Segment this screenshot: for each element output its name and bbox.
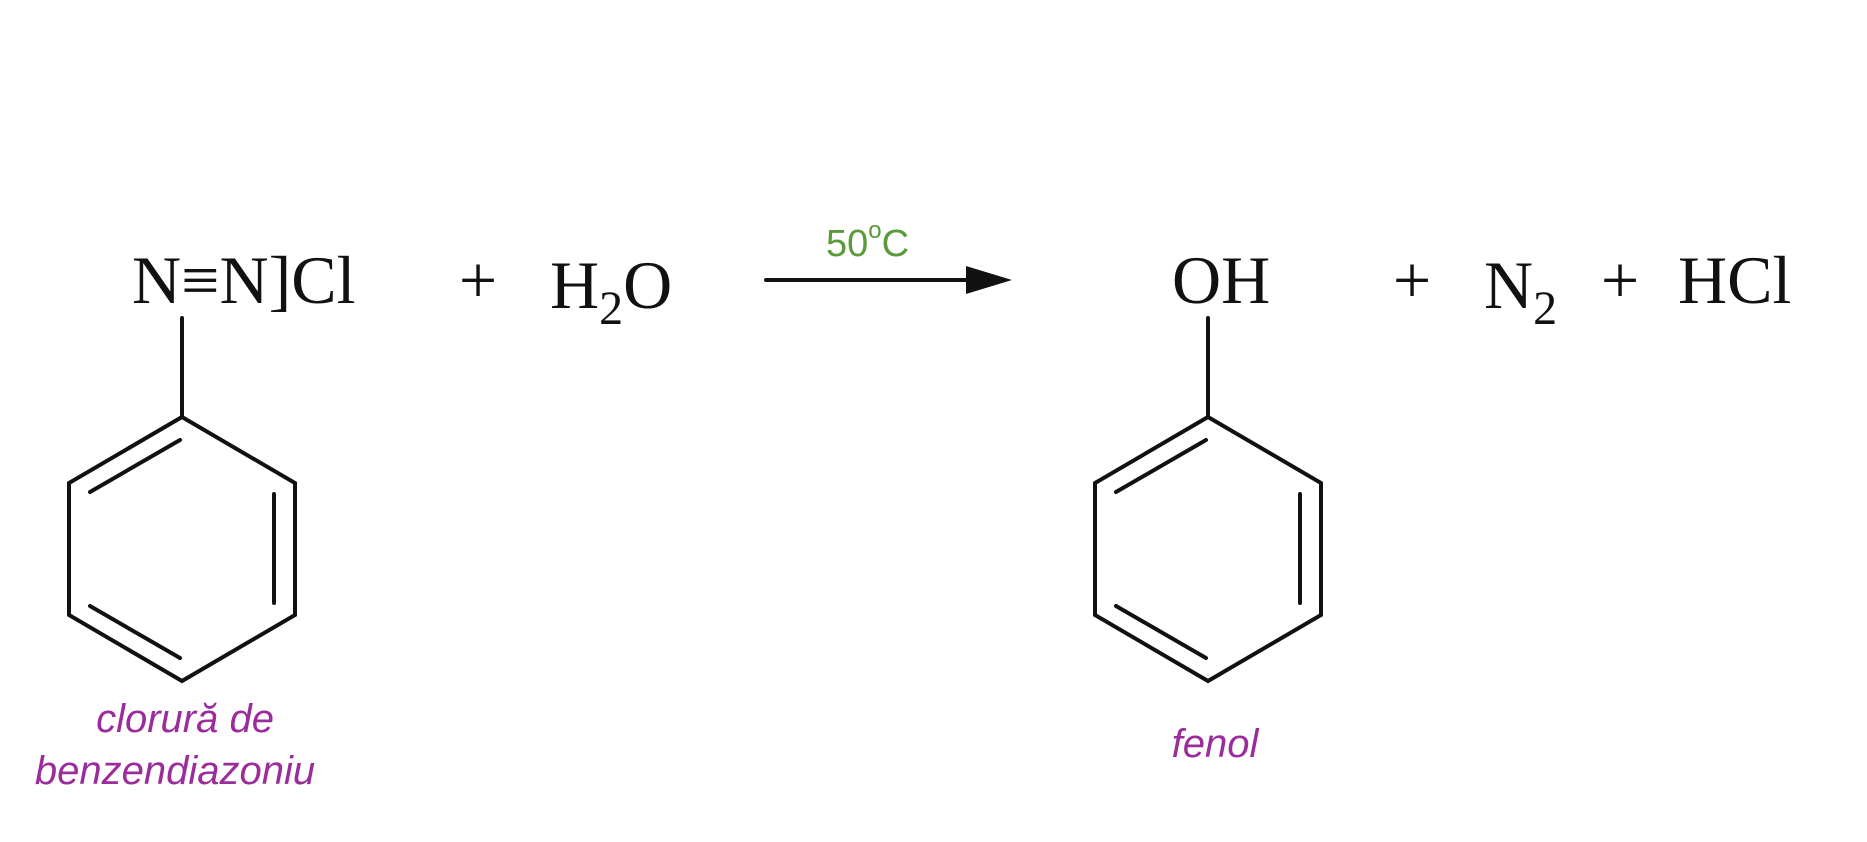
water-h: H xyxy=(550,247,599,323)
reaction-arrow: 50oC xyxy=(764,217,1012,294)
arrow-head xyxy=(966,266,1012,294)
plus-sign: + xyxy=(1393,242,1431,318)
ring-double-bond xyxy=(88,438,182,494)
benzenediazonium-chloride: N≡N]Cl clorură de benzendiazoniu xyxy=(35,242,356,793)
reactant-name-line1: clorură de xyxy=(96,697,274,741)
ring-outline xyxy=(1093,414,1323,684)
nitrogen-subscript: 2 xyxy=(1533,282,1557,335)
temperature-value: 50 xyxy=(826,223,868,265)
ring-outline xyxy=(67,414,297,684)
reactant-name-line2: benzendiazoniu xyxy=(35,749,315,793)
ring-double-bond xyxy=(88,604,182,660)
reaction-condition: 50oC xyxy=(826,217,909,265)
degree-sign: o xyxy=(868,217,881,244)
water-subscript: 2 xyxy=(599,282,623,335)
plus-sign: + xyxy=(1601,242,1639,318)
temperature-unit: C xyxy=(882,223,909,265)
ring-double-bond xyxy=(1114,438,1208,494)
diazonium-group: N≡N]Cl xyxy=(132,242,355,318)
phenol: OH fenol xyxy=(1093,242,1323,766)
benzene-ring xyxy=(67,414,297,684)
hydroxyl-group: OH xyxy=(1172,242,1270,318)
water: H2O xyxy=(550,247,672,335)
water-formula: H2O xyxy=(550,247,672,335)
plus-sign: + xyxy=(459,242,497,318)
water-o: O xyxy=(623,247,672,323)
nitrogen-n: N xyxy=(1484,247,1533,323)
nitrogen-formula: N2 xyxy=(1484,247,1557,335)
ring-double-bond xyxy=(1114,604,1208,660)
product-name: fenol xyxy=(1172,722,1260,766)
benzene-ring xyxy=(1093,414,1323,684)
hcl-formula: HCl xyxy=(1678,242,1791,318)
